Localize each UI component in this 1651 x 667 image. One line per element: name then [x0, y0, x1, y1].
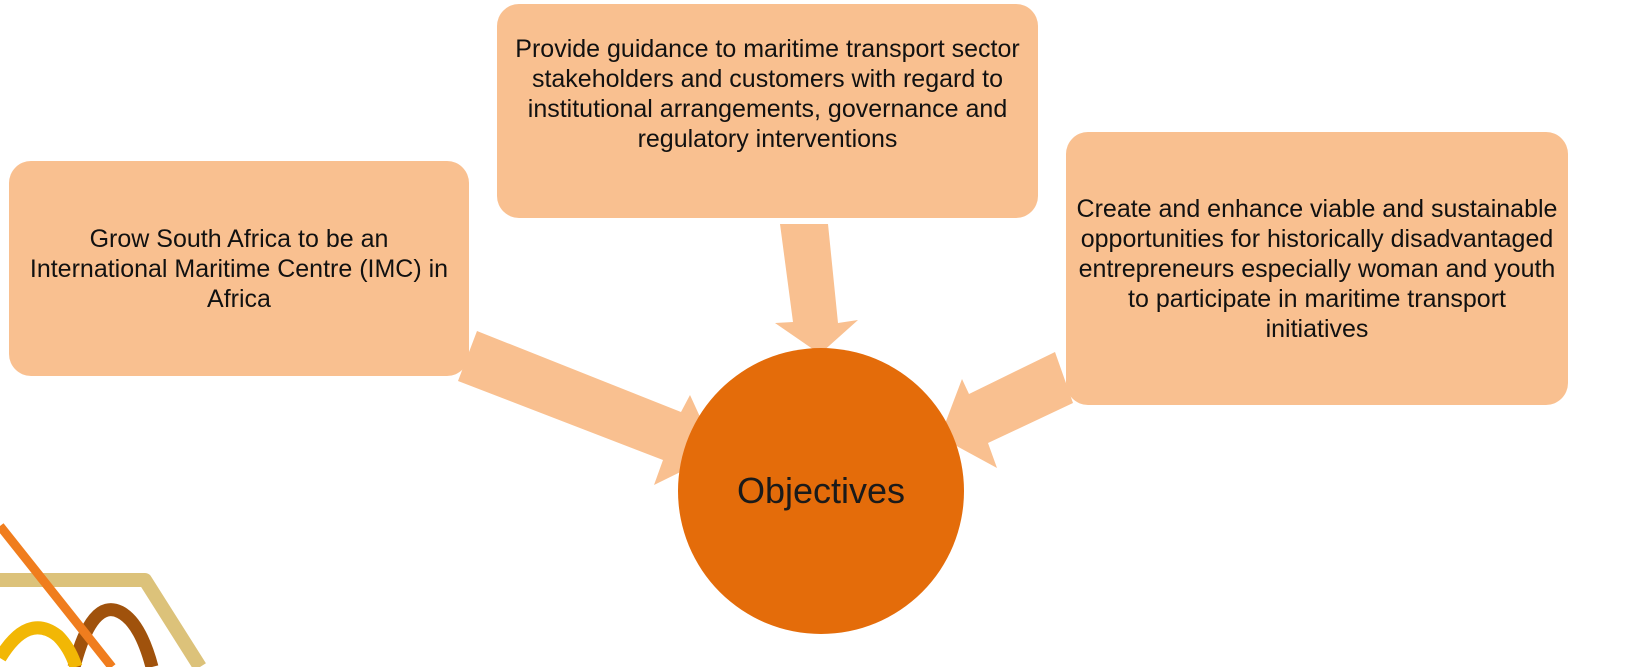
objective-text-2: Provide guidance to maritime transport s… [515, 35, 1020, 153]
arrow-right [940, 352, 1073, 468]
center-circle: Objectives [678, 348, 964, 634]
arrow-top [775, 224, 858, 354]
arrow-left [458, 331, 717, 485]
objective-text-1: Grow South Africa to be an International… [29, 224, 449, 313]
objective-box-1: Grow South Africa to be an International… [9, 161, 469, 376]
objective-box-3: Create and enhance viable and sustainabl… [1066, 132, 1568, 405]
objective-box-2: Provide guidance to maritime transport s… [497, 4, 1038, 218]
center-label: Objectives [736, 470, 906, 511]
objective-text-3: Create and enhance viable and sustainabl… [1076, 194, 1558, 343]
